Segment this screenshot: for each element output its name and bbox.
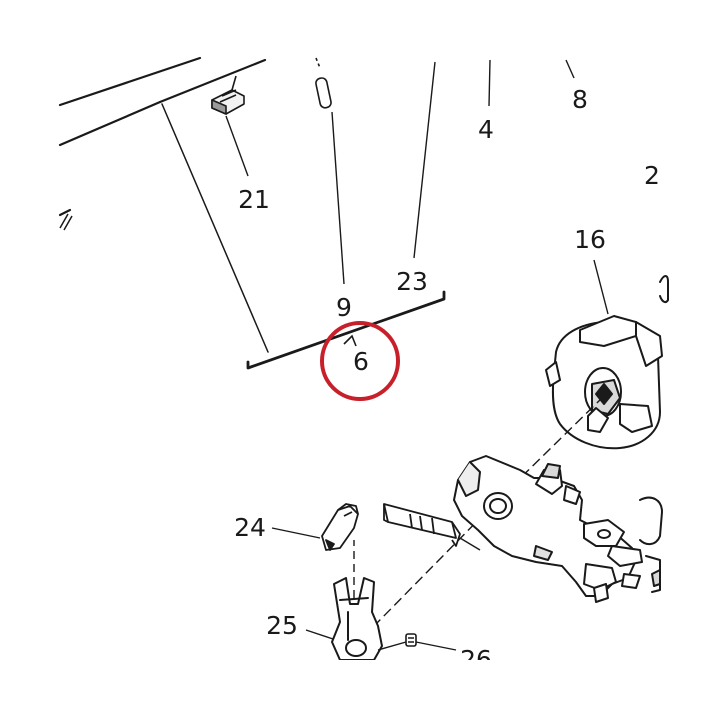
leader-24 (271, 527, 321, 539)
panel-outline (58, 56, 267, 217)
rod-link-line (459, 537, 481, 551)
rod-connector-icon (383, 503, 461, 547)
callout-9: 9 (336, 293, 352, 322)
callout-2: 2 (644, 161, 660, 190)
callout-21: 21 (238, 185, 270, 214)
leader-8 (565, 59, 575, 79)
bottom-crop-mask (0, 660, 720, 720)
callout-4: 4 (478, 115, 494, 144)
pin-part-9-icon (315, 57, 332, 109)
assembly-line-2 (375, 501, 497, 625)
clamp-part-24-icon (321, 503, 359, 551)
lever-bracket-assembly-icon (453, 455, 663, 603)
callout-25: 25 (266, 611, 298, 640)
clip-part-21-icon (211, 75, 245, 115)
callout-6: 6 (353, 347, 369, 376)
callout-24: 24 (234, 513, 266, 542)
leader-26 (415, 641, 457, 651)
fork-lever-part-25-icon (331, 577, 383, 661)
nut-link-line (377, 641, 407, 651)
callout-6-pointer-icon (343, 334, 357, 347)
callout-23: 23 (396, 267, 428, 296)
group-bracket (161, 103, 446, 370)
leader-9 (331, 111, 345, 285)
switch-housing-part-16-icon (545, 275, 669, 450)
panel-hatch-icon (59, 213, 73, 231)
callout-8: 8 (572, 85, 588, 114)
leader-23 (413, 61, 436, 259)
callout-16: 16 (574, 225, 606, 254)
leader-16 (593, 259, 609, 315)
leader-25 (305, 629, 337, 641)
nut-part-26-icon (405, 633, 417, 647)
leader-4 (488, 59, 491, 107)
leader-21 (225, 115, 249, 177)
highlight-circle (320, 321, 400, 401)
